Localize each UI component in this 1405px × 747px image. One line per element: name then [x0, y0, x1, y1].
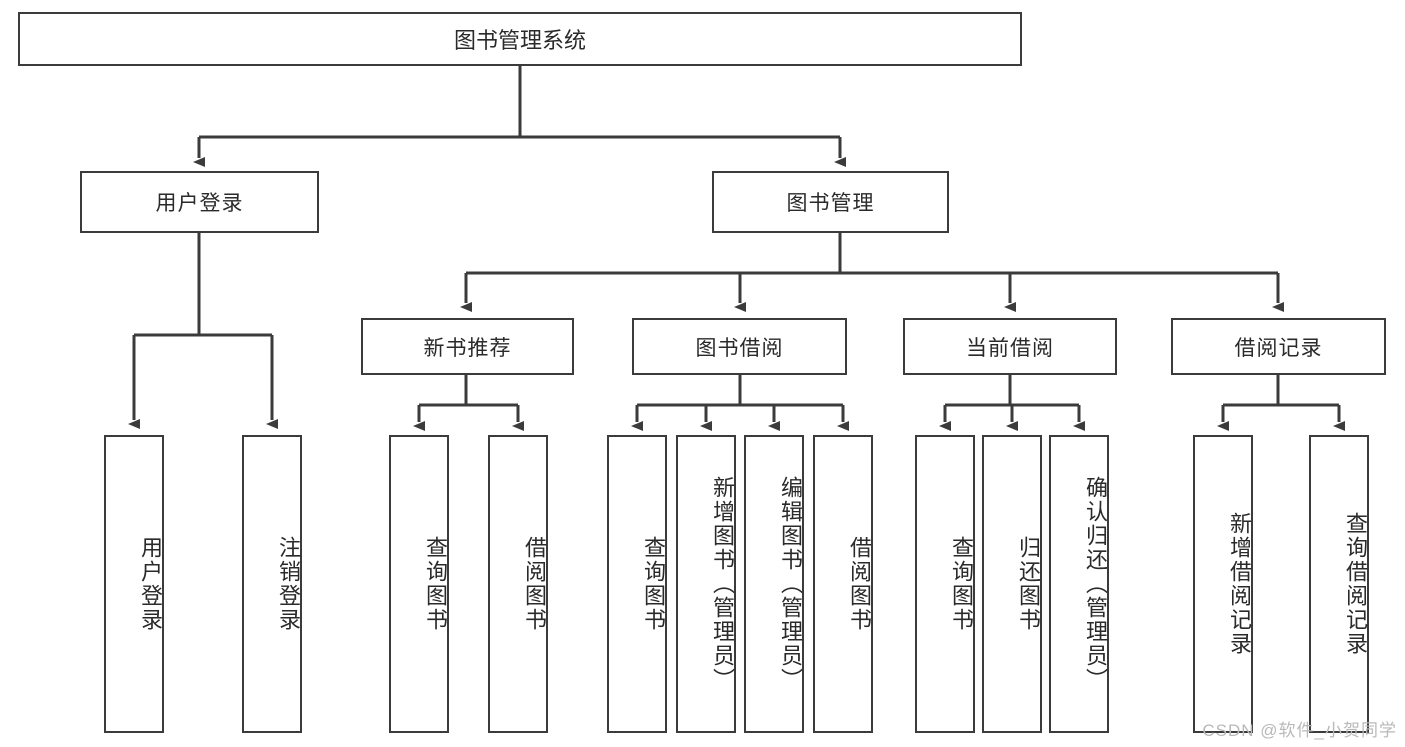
node-label: 注销登录: [276, 536, 301, 632]
leaf-query-book-recommend[interactable]: 查询图书: [389, 435, 449, 733]
leaf-user-login[interactable]: 用户登录: [104, 435, 164, 733]
node-label: 编辑图书（管理员）: [778, 476, 803, 692]
node-label: 新增借阅记录: [1227, 512, 1252, 656]
node-label: 新书推荐: [423, 336, 512, 360]
node-label: 借阅图书: [522, 536, 547, 632]
leaf-add-borrow-record[interactable]: 新增借阅记录: [1193, 435, 1253, 733]
leaf-query-book-current[interactable]: 查询图书: [915, 435, 975, 733]
node-label: 查询图书: [949, 536, 974, 632]
node-label: 图书管理: [786, 192, 875, 215]
node-label: 当前借阅: [966, 336, 1054, 360]
node-user-login[interactable]: 用户登录: [80, 171, 319, 233]
leaf-query-borrow-record[interactable]: 查询借阅记录: [1309, 435, 1369, 733]
node-label: 查询借阅记录: [1343, 512, 1368, 656]
node-label: 借阅图书: [847, 536, 872, 632]
node-label: 借阅记录: [1234, 336, 1323, 360]
leaf-return-book[interactable]: 归还图书: [982, 435, 1042, 733]
node-book-borrow[interactable]: 图书借阅: [632, 318, 847, 375]
node-label: 用户登录: [155, 192, 244, 215]
leaf-add-book-admin[interactable]: 新增图书（管理员）: [676, 435, 736, 733]
node-root-book-management-system[interactable]: 图书管理系统: [18, 12, 1022, 66]
node-label: 新增图书（管理员）: [710, 476, 735, 692]
leaf-edit-book-admin[interactable]: 编辑图书（管理员）: [744, 435, 804, 733]
node-borrow-record[interactable]: 借阅记录: [1171, 318, 1386, 375]
watermark-text: CSDN @软件_小贺同学: [1202, 721, 1397, 740]
node-label: 图书借阅: [695, 336, 784, 360]
leaf-query-book-borrow[interactable]: 查询图书: [607, 435, 667, 733]
node-book-management[interactable]: 图书管理: [712, 171, 949, 233]
leaf-logout[interactable]: 注销登录: [242, 435, 302, 733]
node-label: 归还图书: [1016, 536, 1041, 632]
node-current-borrow[interactable]: 当前借阅: [903, 318, 1117, 375]
leaf-confirm-return-admin[interactable]: 确认归还（管理员）: [1049, 435, 1109, 733]
node-label: 用户登录: [138, 536, 163, 632]
leaf-borrow-book[interactable]: 借阅图书: [813, 435, 873, 733]
node-label: 查询图书: [423, 536, 448, 632]
node-label: 图书管理系统: [453, 28, 586, 53]
node-label: 查询图书: [641, 536, 666, 632]
node-label: 确认归还（管理员）: [1083, 476, 1108, 692]
leaf-borrow-book-recommend[interactable]: 借阅图书: [488, 435, 548, 733]
node-new-book-recommend[interactable]: 新书推荐: [361, 318, 574, 375]
